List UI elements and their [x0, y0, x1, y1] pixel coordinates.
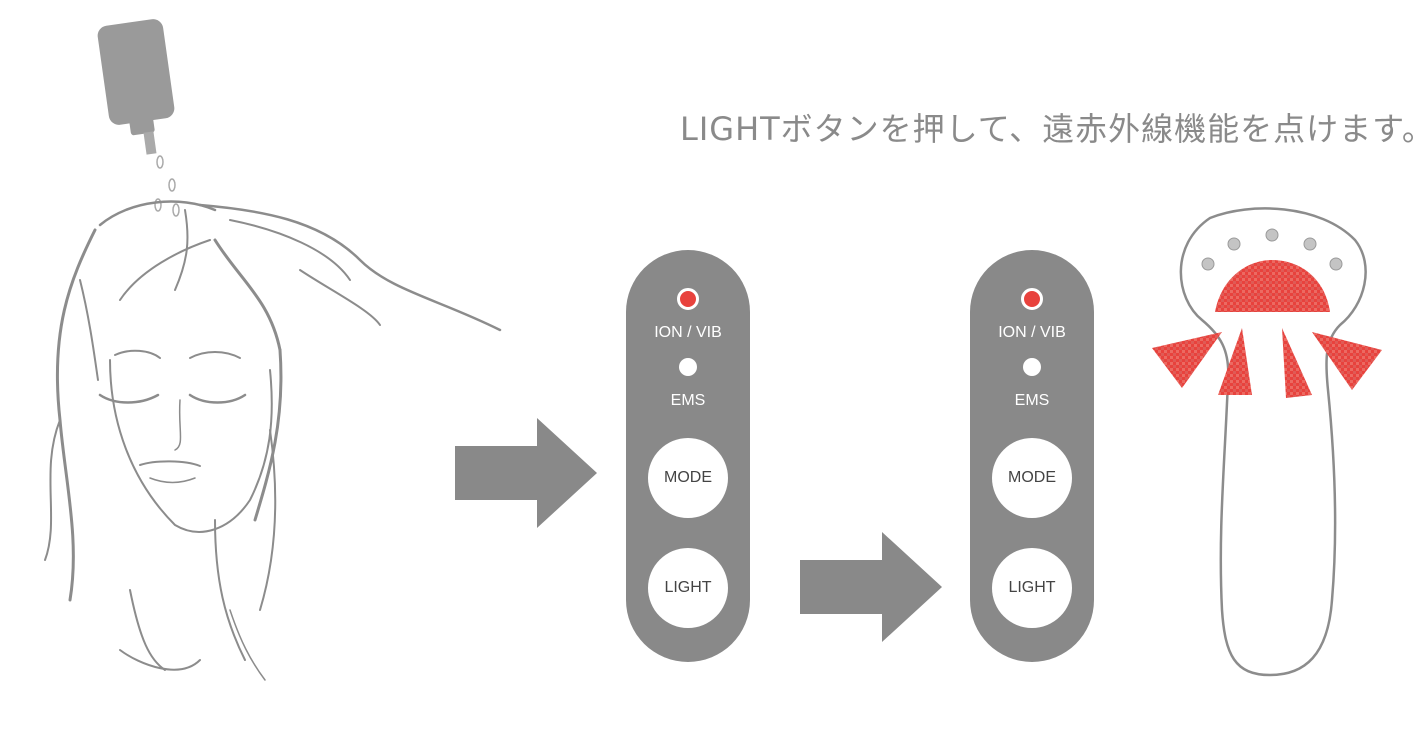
control-panel-after: ION / VIB EMS MODE LIGHT	[970, 250, 1094, 662]
arrow-right-icon	[455, 418, 597, 528]
light-ray-icon	[1152, 328, 1382, 398]
arrow-right-icon	[800, 532, 942, 642]
ems-label: EMS	[1014, 392, 1050, 409]
led-indicator-icon	[679, 358, 697, 376]
mode-button[interactable]: MODE	[648, 438, 728, 518]
led-indicator-icon	[1021, 288, 1043, 310]
mode-button[interactable]: MODE	[992, 438, 1072, 518]
beauty-device-icon	[1152, 207, 1382, 677]
light-button[interactable]: LIGHT	[992, 548, 1072, 628]
light-button[interactable]: LIGHT	[648, 548, 728, 628]
ion-vib-label: ION / VIB	[654, 324, 722, 341]
control-panel-before: ION / VIB EMS MODE LIGHT	[626, 250, 750, 662]
led-indicator-icon	[677, 288, 699, 310]
ems-label: EMS	[670, 392, 706, 409]
ion-vib-label: ION / VIB	[998, 324, 1066, 341]
spray-bottle-icon	[97, 19, 180, 217]
led-indicator-icon	[1023, 358, 1041, 376]
face-sketch-illustration	[44, 19, 502, 681]
instruction-text: LIGHTボタンを押して、遠赤外線機能を点けます。	[680, 110, 1415, 148]
